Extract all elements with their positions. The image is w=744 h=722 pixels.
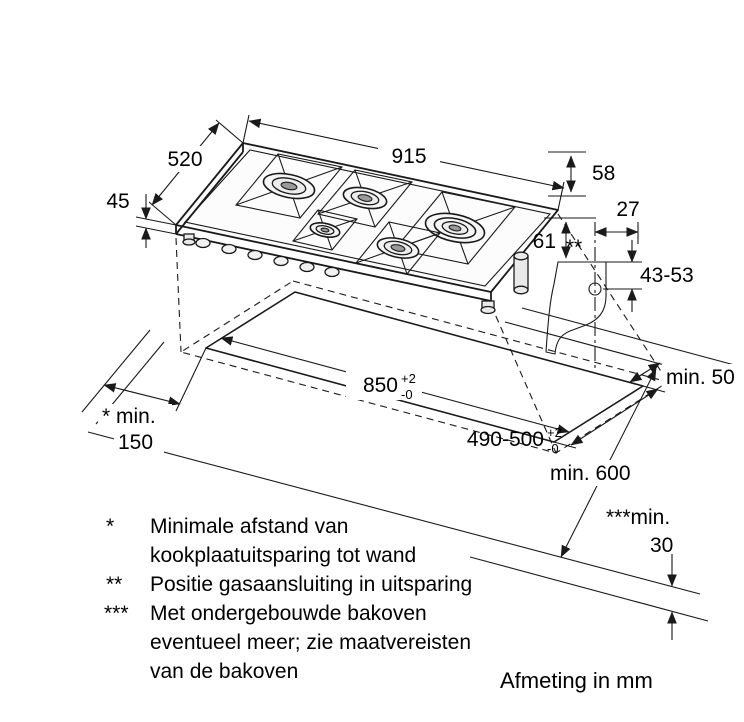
label-backing xyxy=(114,430,164,454)
gas-hob xyxy=(175,142,559,315)
gas-bracket-outline xyxy=(545,261,607,355)
hob-top-surface xyxy=(175,142,559,293)
dim-58: 58 xyxy=(548,151,615,197)
footnote-1-marker: * xyxy=(106,515,114,538)
dim-915-label: 915 xyxy=(391,145,426,168)
burner-cap xyxy=(448,224,462,232)
dim-min-150: * min. 150 xyxy=(98,347,207,454)
ext-line xyxy=(148,201,177,226)
units-note: Afmeting in mm xyxy=(500,668,653,693)
dim-490-500: 490-500 +2 -0 xyxy=(467,385,666,456)
dim-45-label: 45 xyxy=(106,190,129,213)
ext-line xyxy=(135,225,177,235)
dim-min-30: ***min. 30 xyxy=(606,506,677,640)
hob-foot-left-base xyxy=(182,238,196,246)
label-backing xyxy=(156,146,214,172)
control-knob xyxy=(273,255,289,267)
footnote-2-marker: ** xyxy=(106,573,122,596)
ext-line xyxy=(242,114,250,144)
projection-line-back xyxy=(557,213,669,383)
cutout-outline xyxy=(205,291,644,443)
burner-cap xyxy=(390,244,406,252)
burner-cap xyxy=(320,227,330,233)
dim-850: 850 +2 -0 xyxy=(220,336,570,434)
ext-line xyxy=(215,119,244,144)
footnotes: * Minimale afstand van kookplaatuitspari… xyxy=(104,515,472,683)
control-knob xyxy=(221,243,237,255)
control-knob xyxy=(299,261,315,273)
dim-line xyxy=(570,388,659,446)
min-30-label: ***min. xyxy=(606,506,670,529)
dim-27: 27 xyxy=(594,198,640,244)
dim-520: 520 xyxy=(148,119,244,226)
dim-line xyxy=(103,383,181,406)
left-wall-line-outer xyxy=(81,329,151,413)
gas-pipe-top xyxy=(513,251,529,261)
hob-foot-right-base xyxy=(480,305,496,315)
footnote-3-line-2: eventueel meer; zie maatvereisten xyxy=(150,631,471,654)
footnote-3-line-1: Met ondergebouwde bakoven xyxy=(150,602,427,625)
counter-front-edge xyxy=(87,431,701,595)
control-knob xyxy=(324,266,340,278)
dim-min-50: min. 50 xyxy=(629,362,742,389)
dim-45: 45 xyxy=(106,190,177,248)
cutout-depth-tol-minus: -0 xyxy=(547,441,559,456)
min-50-label: min. 50 xyxy=(666,366,735,389)
control-knob xyxy=(247,249,263,261)
dim-61: 61 xyxy=(533,217,596,259)
countertop xyxy=(81,307,743,622)
footnote-3-line-3: van de bakoven xyxy=(150,660,298,683)
worktop-cutout xyxy=(205,291,644,443)
cutout-depth-tol-plus: +2 xyxy=(547,425,562,440)
cutout-width-label: 850 xyxy=(363,374,398,397)
footnote-1-line-1: Minimale afstand van xyxy=(150,515,348,538)
burner-front-middle xyxy=(355,221,441,275)
burner-small xyxy=(292,209,358,251)
control-knobs xyxy=(195,237,340,278)
control-knob xyxy=(195,237,211,249)
burner-cap xyxy=(357,194,373,202)
cutout-width-tol-minus: -0 xyxy=(401,387,413,402)
dim-915: 915 xyxy=(242,114,565,211)
gas-inlet-hole xyxy=(588,282,602,296)
gas-connection-pipe xyxy=(513,255,529,291)
dim-43-53-label: 43-53 xyxy=(640,264,694,287)
dim-61-label: 61 xyxy=(533,230,556,253)
footnote-1-line-2: kookplaatuitsparing tot wand xyxy=(150,544,416,567)
dim-520-label: 520 xyxy=(167,148,202,171)
oven-clearance-line xyxy=(469,556,709,622)
cutout-width-tol-plus: +2 xyxy=(401,371,416,386)
ext-line xyxy=(135,216,177,226)
min-side-label: * min. xyxy=(102,405,156,428)
dim-43-53: 43-53 xyxy=(603,240,694,312)
dim-58-label: 58 xyxy=(592,162,615,185)
dim-27-label: 27 xyxy=(616,198,639,221)
label-backing xyxy=(378,142,440,168)
dim-min-600: min. 600 xyxy=(544,368,657,558)
label-backing xyxy=(98,404,172,428)
min-side-value: 150 xyxy=(118,431,153,454)
label-backing xyxy=(346,368,422,400)
footnote-2-line-1: Positie gasaansluiting in uitsparing xyxy=(150,573,472,596)
back-wall-line xyxy=(521,307,743,368)
projection-line-left xyxy=(175,237,182,353)
label-backing xyxy=(544,460,640,486)
gas-position-marker: ** xyxy=(566,236,582,259)
min-30-value: 30 xyxy=(650,534,673,557)
cutout-depth-label: 490-500 xyxy=(467,428,544,451)
ext-line xyxy=(175,347,207,412)
min-600-label: min. 600 xyxy=(550,462,631,485)
label-backing xyxy=(662,364,742,388)
footnote-3-marker: *** xyxy=(104,602,129,625)
gas-pipe-bottom xyxy=(513,285,529,295)
